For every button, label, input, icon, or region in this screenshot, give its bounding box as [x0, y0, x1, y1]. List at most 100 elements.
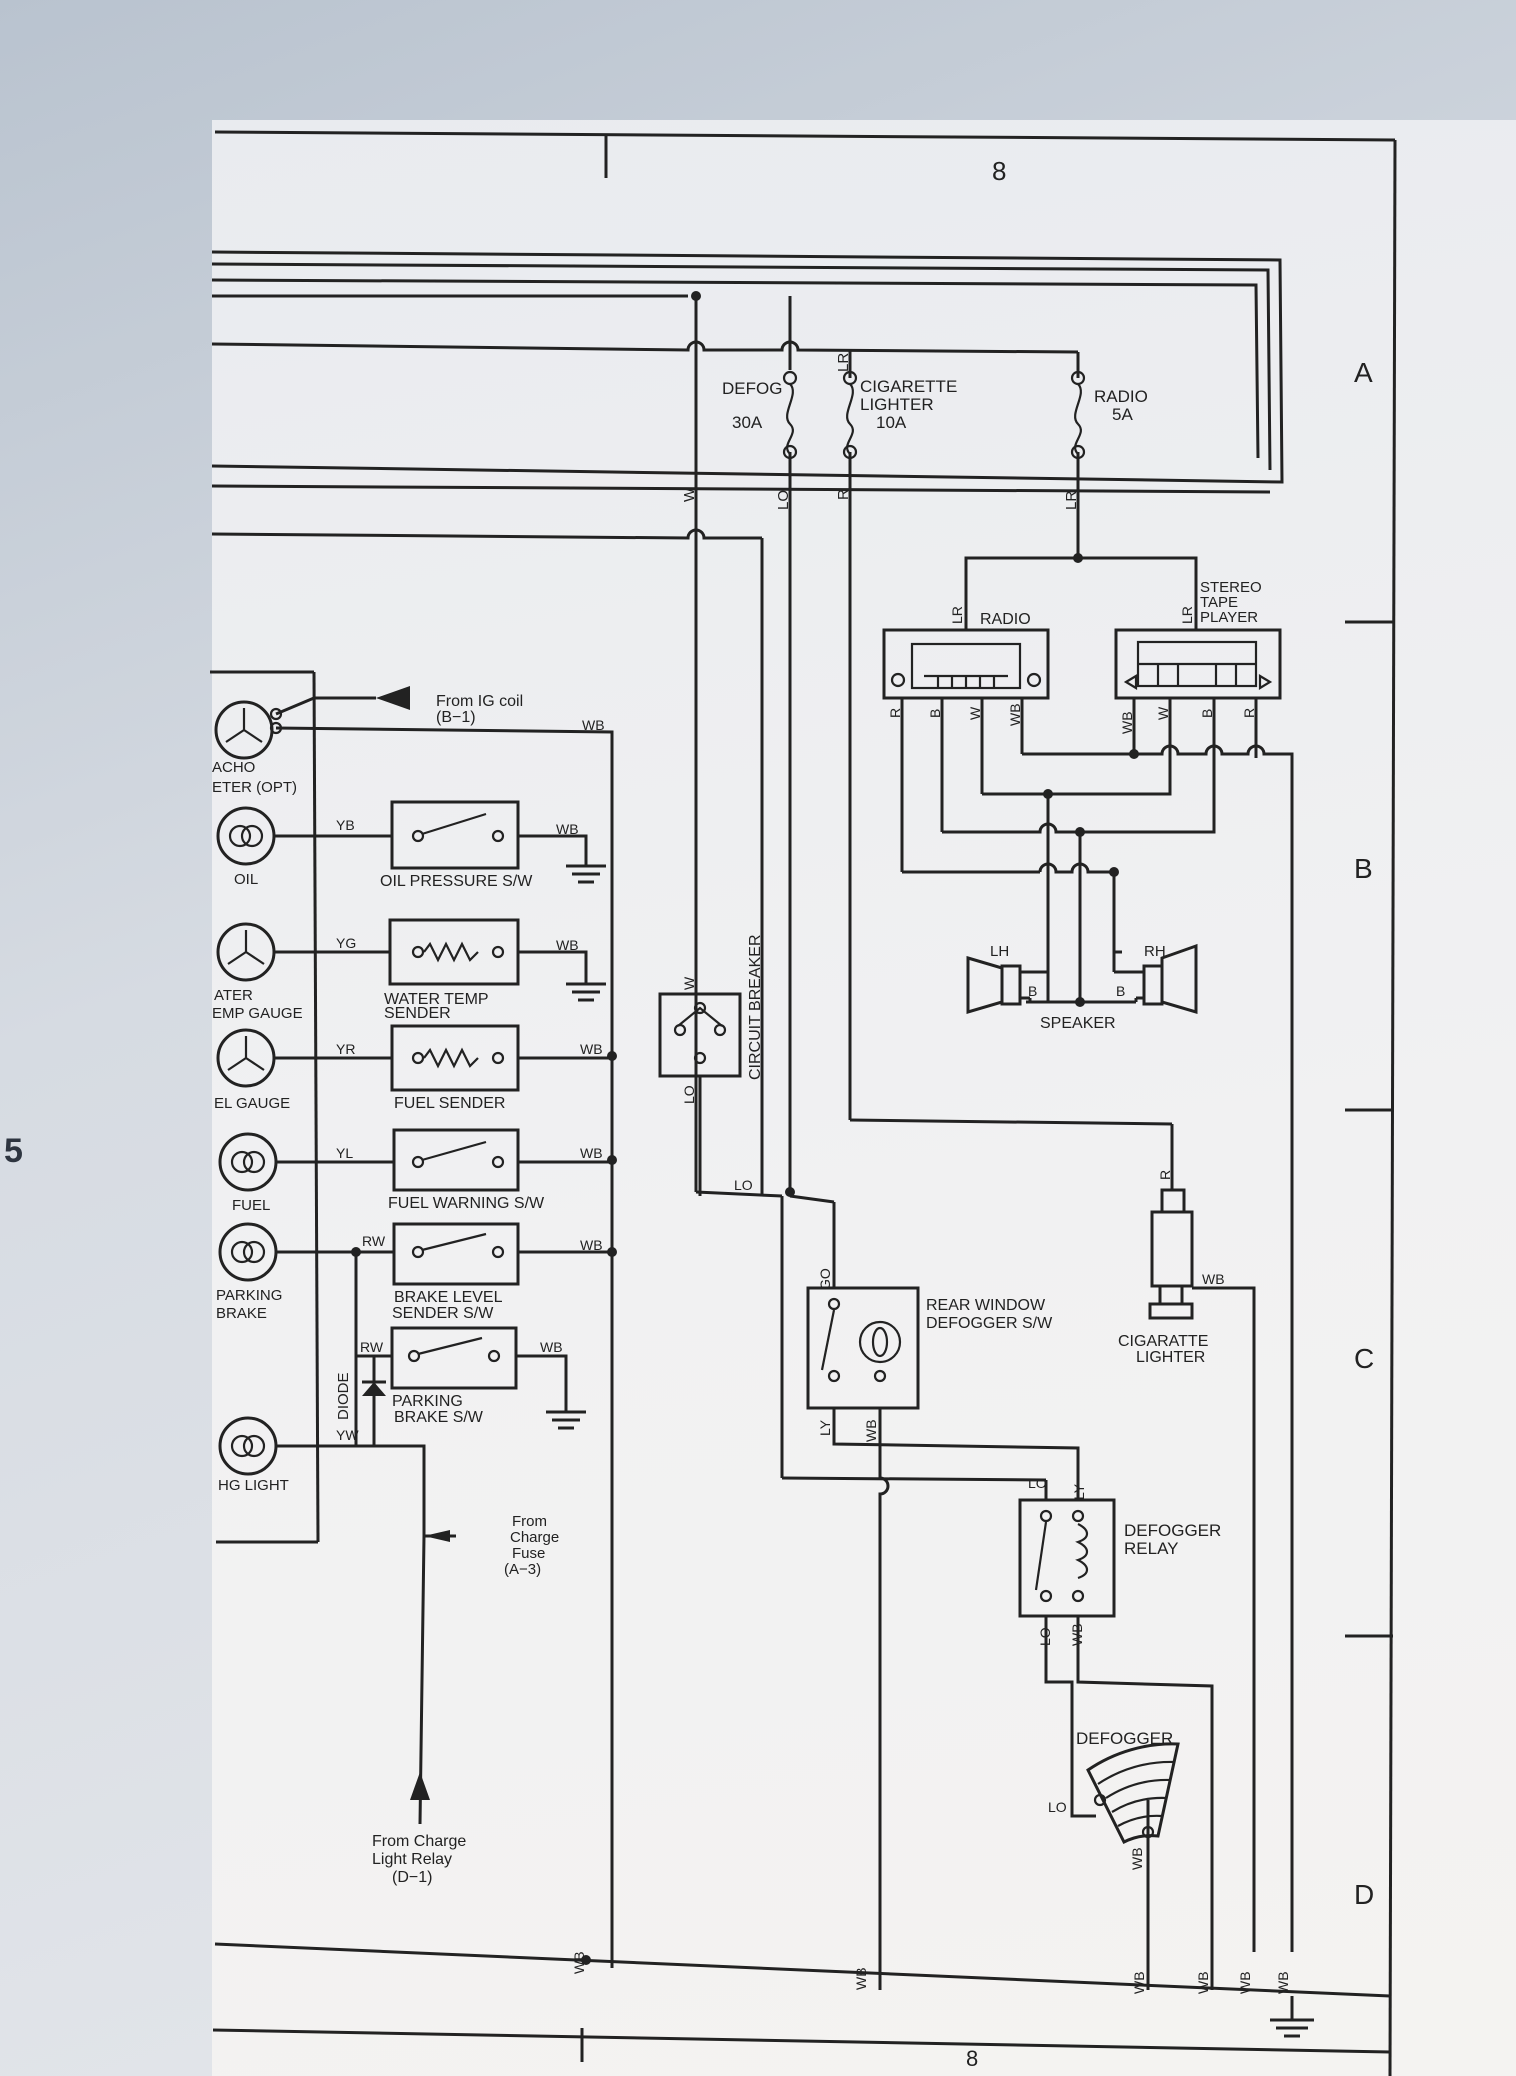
parking-brake-switch: RW WB PARKING BRAKE S/W DIODE	[335, 1252, 586, 1446]
grid-row-a: A	[1354, 357, 1373, 388]
defogger-label: DEFOGGER	[1076, 1729, 1173, 1748]
fuse-radio-name: RADIO	[1094, 387, 1148, 406]
parking-gauge-label-2: BRAKE	[216, 1305, 267, 1322]
stereo-label-2: TAPE	[1200, 594, 1238, 611]
junction-dot	[785, 1187, 795, 1197]
brake-level-label-1: BRAKE LEVEL	[394, 1289, 503, 1306]
wire-label-lo: LO	[775, 490, 792, 510]
wire-label-wb: WB	[1007, 703, 1023, 726]
wire-label-ly: LY	[1071, 1483, 1087, 1500]
diagram-sheet	[212, 120, 1516, 2076]
water-gauge-label-1: ATER	[214, 987, 253, 1004]
wire-label-wb: WB	[1069, 1623, 1085, 1646]
wire-label-wb: WB	[863, 1419, 879, 1442]
stereo-label-1: STEREO	[1200, 579, 1262, 596]
wire-label-wb: WB	[582, 717, 605, 733]
fuel-warning-circuit: YL WB FUEL WARNING S/W FUEL	[218, 1128, 612, 1214]
wire-label-wb: WB	[540, 1339, 563, 1355]
page-margin-number: 5	[4, 1132, 23, 1170]
fuse-cig-rating: 10A	[876, 413, 907, 432]
tacho-label-1: ACHO	[212, 759, 255, 776]
circuit-breaker-label: CIRCUIT BREAKER	[747, 934, 764, 1080]
wire-label-lo: LO	[681, 1085, 697, 1104]
junction-dot	[691, 291, 701, 301]
rear-window-label-1: REAR WINDOW	[926, 1297, 1046, 1314]
audio-wires	[900, 698, 1294, 1952]
wire-label-lo: LO	[1037, 1627, 1053, 1646]
column-number-top: 8	[992, 156, 1006, 186]
wire-label-yw: YW	[336, 1427, 359, 1443]
wire-label-go: GO	[817, 1268, 833, 1290]
oil-gauge-label: OIL	[234, 871, 258, 888]
wire-label-r: R	[1241, 708, 1257, 718]
oil-gauge-circuit: YB WB OIL PRESSURE S/W OIL	[216, 800, 606, 890]
wire-label-r: R	[1157, 1170, 1173, 1180]
wire-label-lr: LR	[1179, 606, 1195, 624]
fuse-cigarette-lighter: CIGARETTE LIGHTER 10A	[842, 370, 957, 460]
ig-coil-note-2: (B−1)	[436, 709, 476, 726]
speaker-label: SPEAKER	[1040, 1015, 1116, 1032]
tachometer: From IG coil (B−1) WB ACHO ETER (OPT)	[212, 686, 605, 796]
wire-label-r: R	[887, 708, 903, 718]
cigarette-lighter: R WB CIGARATTE LIGHTER	[1118, 1170, 1256, 1952]
speaker-rh-label: RH	[1144, 943, 1166, 960]
wire-label-b: B	[927, 709, 943, 718]
defogger-wires	[832, 1408, 1214, 1990]
fuel-gauge-circuit: YR WB FUEL SENDER EL GAUGE	[214, 1024, 612, 1112]
relay-label-1: DEFOGGER	[1124, 1521, 1221, 1540]
wire-label-rw: RW	[360, 1339, 384, 1355]
speaker-lh-label: LH	[990, 943, 1009, 960]
tacho-label-2: ETER (OPT)	[212, 779, 297, 796]
wire-label-lo: LO	[1028, 1475, 1047, 1491]
junction-dot	[1075, 827, 1085, 837]
diode-label: DIODE	[335, 1372, 352, 1420]
wire-label-wb: WB	[580, 1041, 603, 1057]
junction-dot	[1129, 749, 1139, 759]
wire-label-lo: LO	[1048, 1799, 1067, 1815]
charge-fuse-note-2: Charge	[510, 1529, 559, 1546]
wire-label-w: W	[1155, 706, 1171, 720]
parking-sw-label-1: PARKING	[392, 1393, 463, 1410]
wire-label-r: R	[835, 489, 852, 500]
speaker-lh: LH B	[966, 943, 1050, 1015]
wire-label-lo: LO	[734, 1177, 753, 1193]
wire-label-lr: LR	[1063, 491, 1080, 510]
water-temp-circuit: YG WB WATER TEMP SENDER ATER EMP GAUGE	[212, 918, 606, 1022]
bus-wires	[694, 296, 1174, 1482]
parking-sw-label-2: BRAKE S/W	[394, 1409, 484, 1426]
radio-unit: RADIO LR	[882, 556, 1198, 700]
wire-label-wb: WB	[556, 937, 579, 953]
fuel-lamp-label: FUEL	[232, 1197, 270, 1214]
brake-level-label-2: SENDER S/W	[392, 1305, 494, 1322]
wire-label-ly: LY	[817, 1419, 833, 1436]
charge-relay-note-2: Light Relay	[372, 1851, 452, 1868]
radio-label: RADIO	[980, 611, 1031, 628]
wire-label-wb: WB	[1119, 711, 1135, 734]
grid-row-b: B	[1354, 853, 1373, 884]
wire-label-w: W	[967, 706, 983, 720]
wire-label-lr: LR	[949, 606, 965, 624]
defogger-relay: LO LY DEFOGGER RELAY LO WB	[1018, 1475, 1221, 1646]
wire-label-wb: WB	[1275, 1971, 1291, 1994]
cig-lighter-label-2: LIGHTER	[1136, 1349, 1205, 1366]
relay-label-2: RELAY	[1124, 1539, 1179, 1558]
water-gauge-label-2: EMP GAUGE	[212, 1005, 303, 1022]
fuel-gauge-label: EL GAUGE	[214, 1095, 290, 1112]
wire-label-wb: WB	[853, 1967, 869, 1990]
charge-light-label: HG LIGHT	[218, 1477, 289, 1494]
wire-label-w: W	[681, 976, 697, 990]
junction-dot	[1043, 789, 1053, 799]
fuse-defog: DEFOG 30A	[722, 370, 798, 460]
column-number-bottom: 8	[966, 2046, 978, 2071]
parking-gauge-label-1: PARKING	[216, 1287, 282, 1304]
wire-label-wb: WB	[556, 821, 579, 837]
wire-label-b: B	[1028, 983, 1037, 999]
fuel-warn-label: FUEL WARNING S/W	[388, 1195, 545, 1212]
charge-fuse-note-4: (A−3)	[504, 1561, 541, 1578]
stereo-label-3: PLAYER	[1200, 609, 1258, 626]
wire-label-yb: YB	[336, 817, 355, 833]
water-sender-label-2: SENDER	[384, 1005, 451, 1022]
ground-symbol	[1270, 1996, 1314, 2038]
stereo-tape-player: STEREO TAPE PLAYER LR	[1114, 579, 1282, 700]
